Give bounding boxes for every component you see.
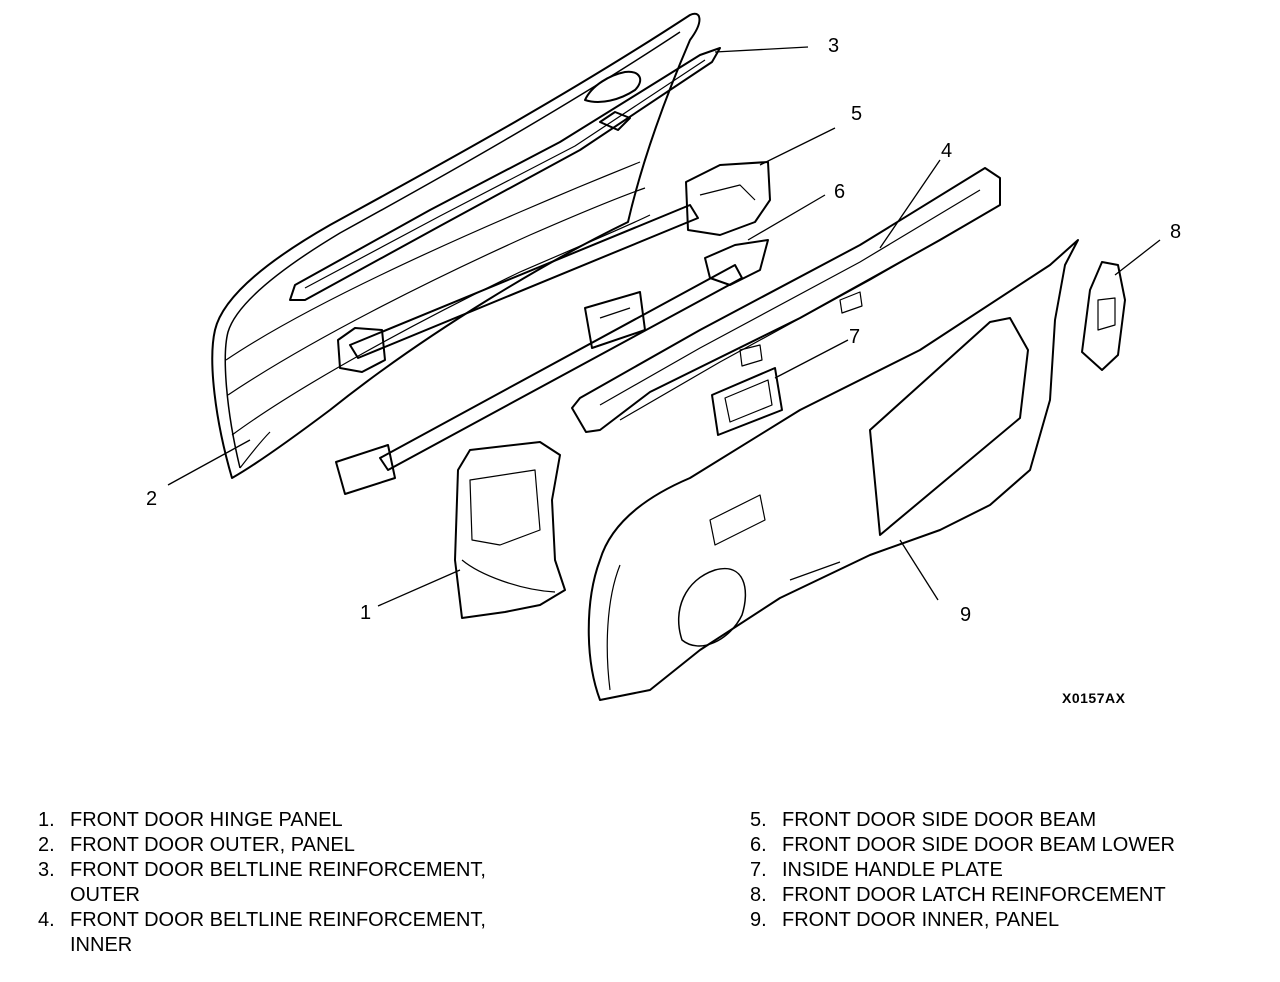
callout-1: 1 <box>360 602 372 624</box>
callout-3: 3 <box>828 35 840 57</box>
legend-item: 9. FRONT DOOR INNER, PANEL <box>750 908 1270 933</box>
door-exploded-diagram <box>167 12 1161 701</box>
hinge-panel <box>454 441 566 619</box>
legend-text: INSIDE HANDLE PLATE <box>782 859 1003 881</box>
legend-item: 6. FRONT DOOR SIDE DOOR BEAM LOWER <box>750 833 1270 858</box>
callout-2: 2 <box>146 488 158 510</box>
legend-text: FRONT DOOR OUTER, PANEL <box>70 834 355 856</box>
legend-text: FRONT DOOR SIDE DOOR BEAM <box>782 809 1097 831</box>
legend-left: 1. FRONT DOOR HINGE PANEL 2. FRONT DOOR OU… <box>38 808 638 958</box>
legend-number: 2. <box>38 834 55 856</box>
legend-item: 5. FRONT DOOR SIDE DOOR BEAM <box>750 808 1270 833</box>
callout-5: 5 <box>851 103 863 125</box>
legend-number: 5. <box>750 809 767 831</box>
legend-item: 1. FRONT DOOR HINGE PANEL <box>38 808 638 833</box>
legend-right: 5. FRONT DOOR SIDE DOOR BEAM 6. FRONT DOOR… <box>750 808 1270 933</box>
callout-7: 7 <box>849 326 861 348</box>
beltline-reinforcement-inner <box>571 167 1001 433</box>
legend-item: 8. FRONT DOOR LATCH REINFORCEMENT <box>750 883 1270 908</box>
legend-text: FRONT DOOR INNER, PANEL <box>782 909 1060 931</box>
callout-6: 6 <box>834 181 846 203</box>
legend-item: 2. FRONT DOOR OUTER, PANEL <box>38 833 638 858</box>
latch-reinforcement <box>1081 261 1126 371</box>
callout-8: 8 <box>1170 221 1182 243</box>
legend-item: 7. INSIDE HANDLE PLATE <box>750 858 1270 883</box>
callout-9: 9 <box>960 604 972 626</box>
callout-4: 4 <box>941 140 953 162</box>
figure-code: X0157AX <box>1062 690 1126 706</box>
inside-handle-plate <box>711 367 783 436</box>
side-door-beam <box>337 161 771 373</box>
legend-text: FRONT DOOR HINGE PANEL <box>70 809 343 831</box>
legend-text: FRONT DOOR SIDE DOOR BEAM LOWER <box>782 834 1175 856</box>
callout-leaders <box>167 46 1161 607</box>
legend-number: 7. <box>750 859 767 881</box>
legend-item: 3. FRONT DOOR BELTLINE REINFORCEMENT, OUT… <box>38 858 638 908</box>
beltline-reinforcement-outer <box>289 47 721 301</box>
legend-number: 6. <box>750 834 767 856</box>
front-door-outer-panel <box>211 12 701 479</box>
front-door-inner-panel <box>587 239 1079 701</box>
legend-item: 4. FRONT DOOR BELTLINE REINFORCEMENT, INN… <box>38 908 638 958</box>
legend-text: FRONT DOOR BELTLINE REINFORCEMENT, OUTER <box>70 859 486 906</box>
legend-number: 9. <box>750 909 767 931</box>
legend-number: 3. <box>38 859 55 881</box>
legend-number: 8. <box>750 884 767 906</box>
legend-number: 1. <box>38 809 55 831</box>
legend-number: 4. <box>38 909 55 931</box>
legend-text: FRONT DOOR BELTLINE REINFORCEMENT, INNER <box>70 909 486 956</box>
side-door-beam-lower <box>335 239 769 495</box>
legend-text: FRONT DOOR LATCH REINFORCEMENT <box>782 884 1166 906</box>
